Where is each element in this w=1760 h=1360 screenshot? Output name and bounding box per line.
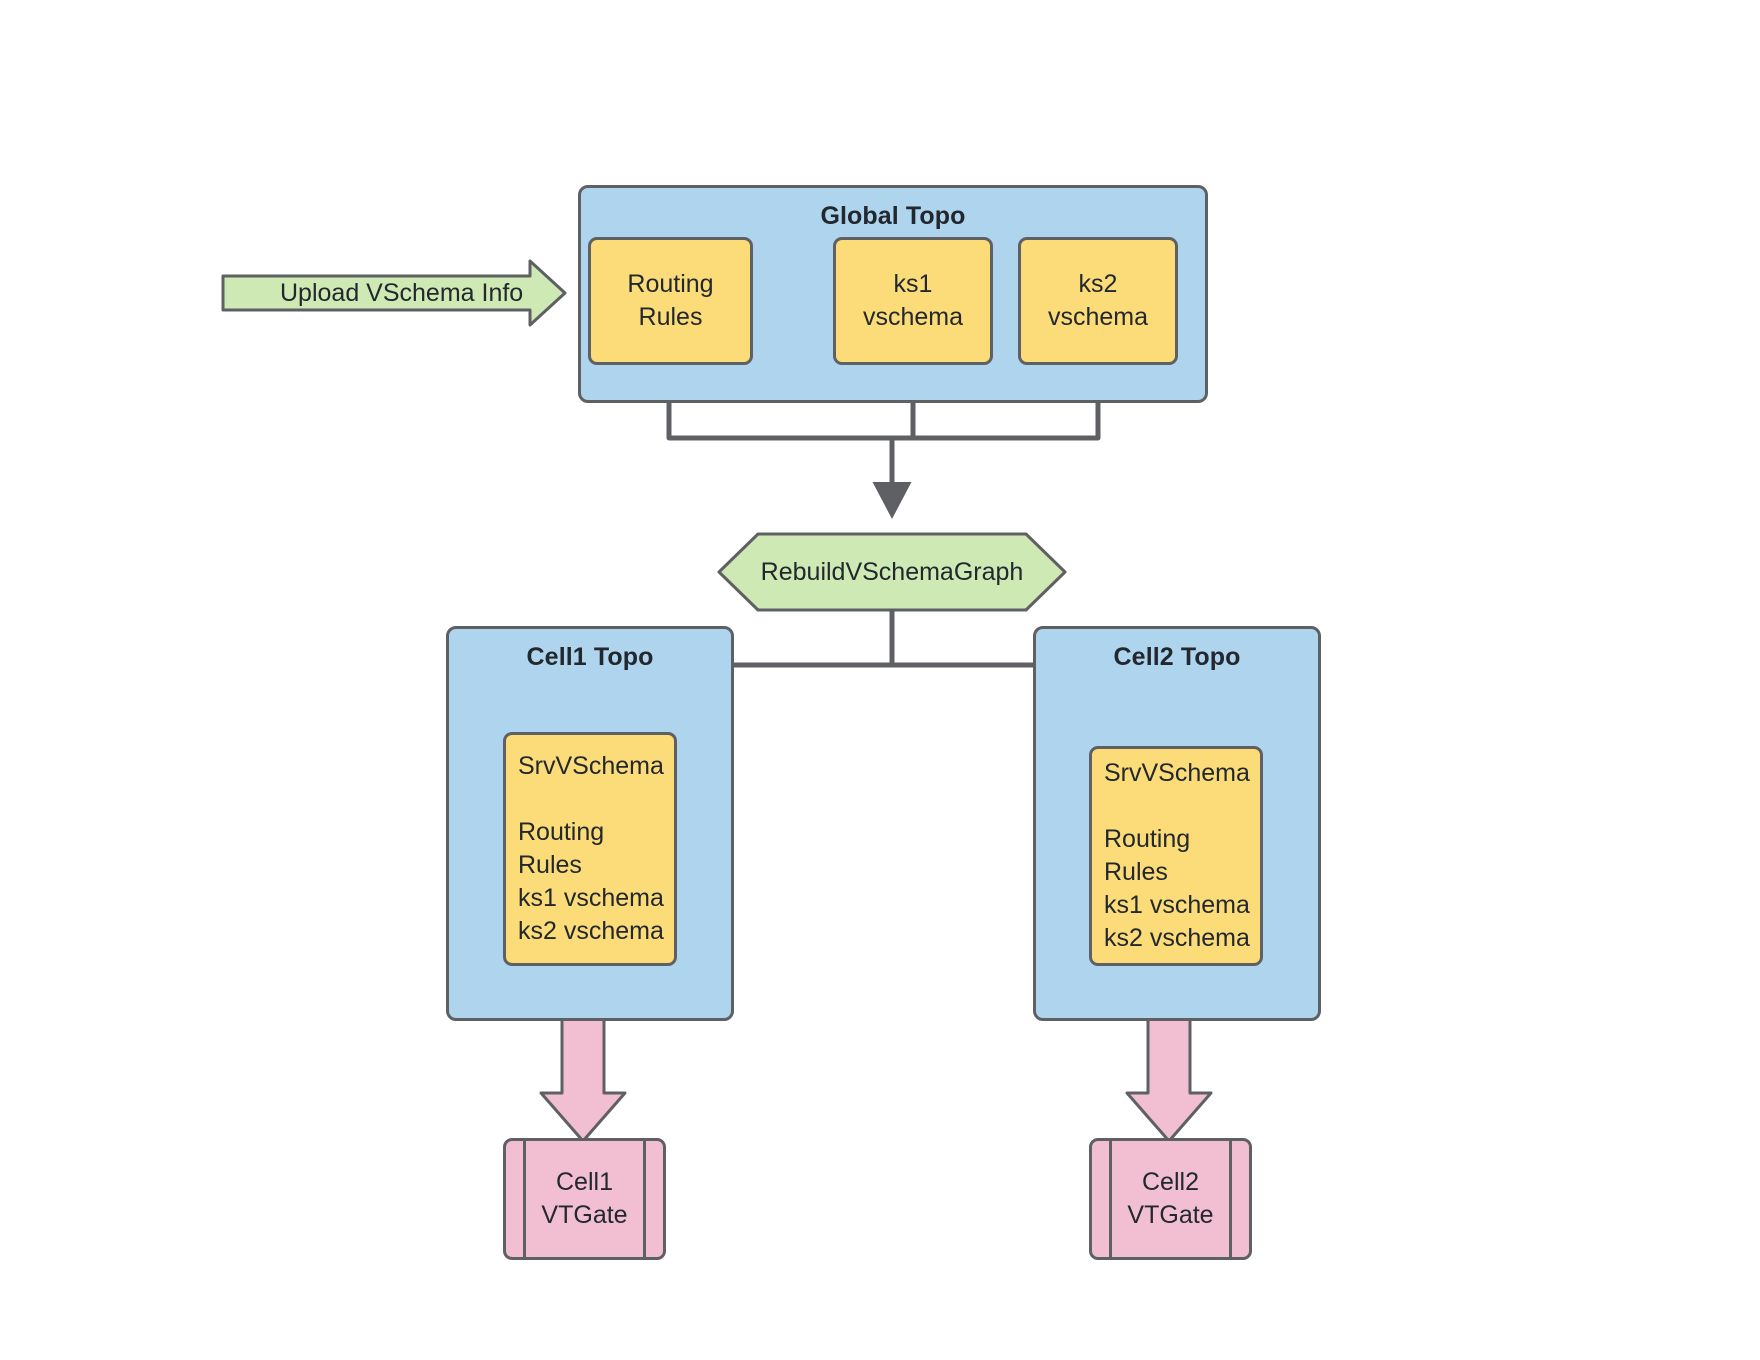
rebuild-vschema-graph-node[interactable]: RebuildVSchemaGraph xyxy=(716,531,1068,613)
global-ks1-vschema-box[interactable]: ks1 vschema xyxy=(833,237,993,365)
cell1-srvvschema-label: SrvVSchema Routing Rules ks1 vschema ks2… xyxy=(518,752,664,945)
cell1-vtgate-label: Cell1 VTGate xyxy=(541,1168,628,1229)
global-routing-rules-box[interactable]: Routing Rules xyxy=(588,237,753,365)
process-bar-right xyxy=(643,1138,646,1260)
cell1-srvvschema-box[interactable]: SrvVSchema Routing Rules ks1 vschema ks2… xyxy=(503,732,677,966)
global-ks2-vschema-box[interactable]: ks2 vschema xyxy=(1018,237,1178,365)
global-ks2-vschema-label: ks2 vschema xyxy=(1047,270,1149,331)
cell2-srvvschema-box[interactable]: SrvVSchema Routing Rules ks1 vschema ks2… xyxy=(1089,746,1263,966)
hexagon-icon xyxy=(717,532,1067,612)
cell2-vtgate-label: Cell2 VTGate xyxy=(1127,1168,1214,1229)
cell1-vtgate-node[interactable]: Cell1 VTGate xyxy=(503,1138,666,1260)
process-bar-left xyxy=(523,1138,526,1260)
global-ks1-vschema-label: ks1 vschema xyxy=(862,270,964,331)
process-bar-right xyxy=(1229,1138,1232,1260)
cell2-vtgate-node[interactable]: Cell2 VTGate xyxy=(1089,1138,1252,1260)
right-arrow-icon xyxy=(221,259,567,327)
cell2-srvvschema-label: SrvVSchema Routing Rules ks1 vschema ks2… xyxy=(1104,759,1250,952)
cell2-topo-title: Cell2 Topo xyxy=(1113,643,1241,671)
process-bar-left xyxy=(1109,1138,1112,1260)
cell1-topo-title: Cell1 Topo xyxy=(526,643,654,671)
global-routing-rules-label: Routing Rules xyxy=(627,270,714,331)
upload-vschema-arrow[interactable]: Upload VSchema Info xyxy=(220,258,568,328)
global-topo-title: Global Topo xyxy=(820,202,966,230)
